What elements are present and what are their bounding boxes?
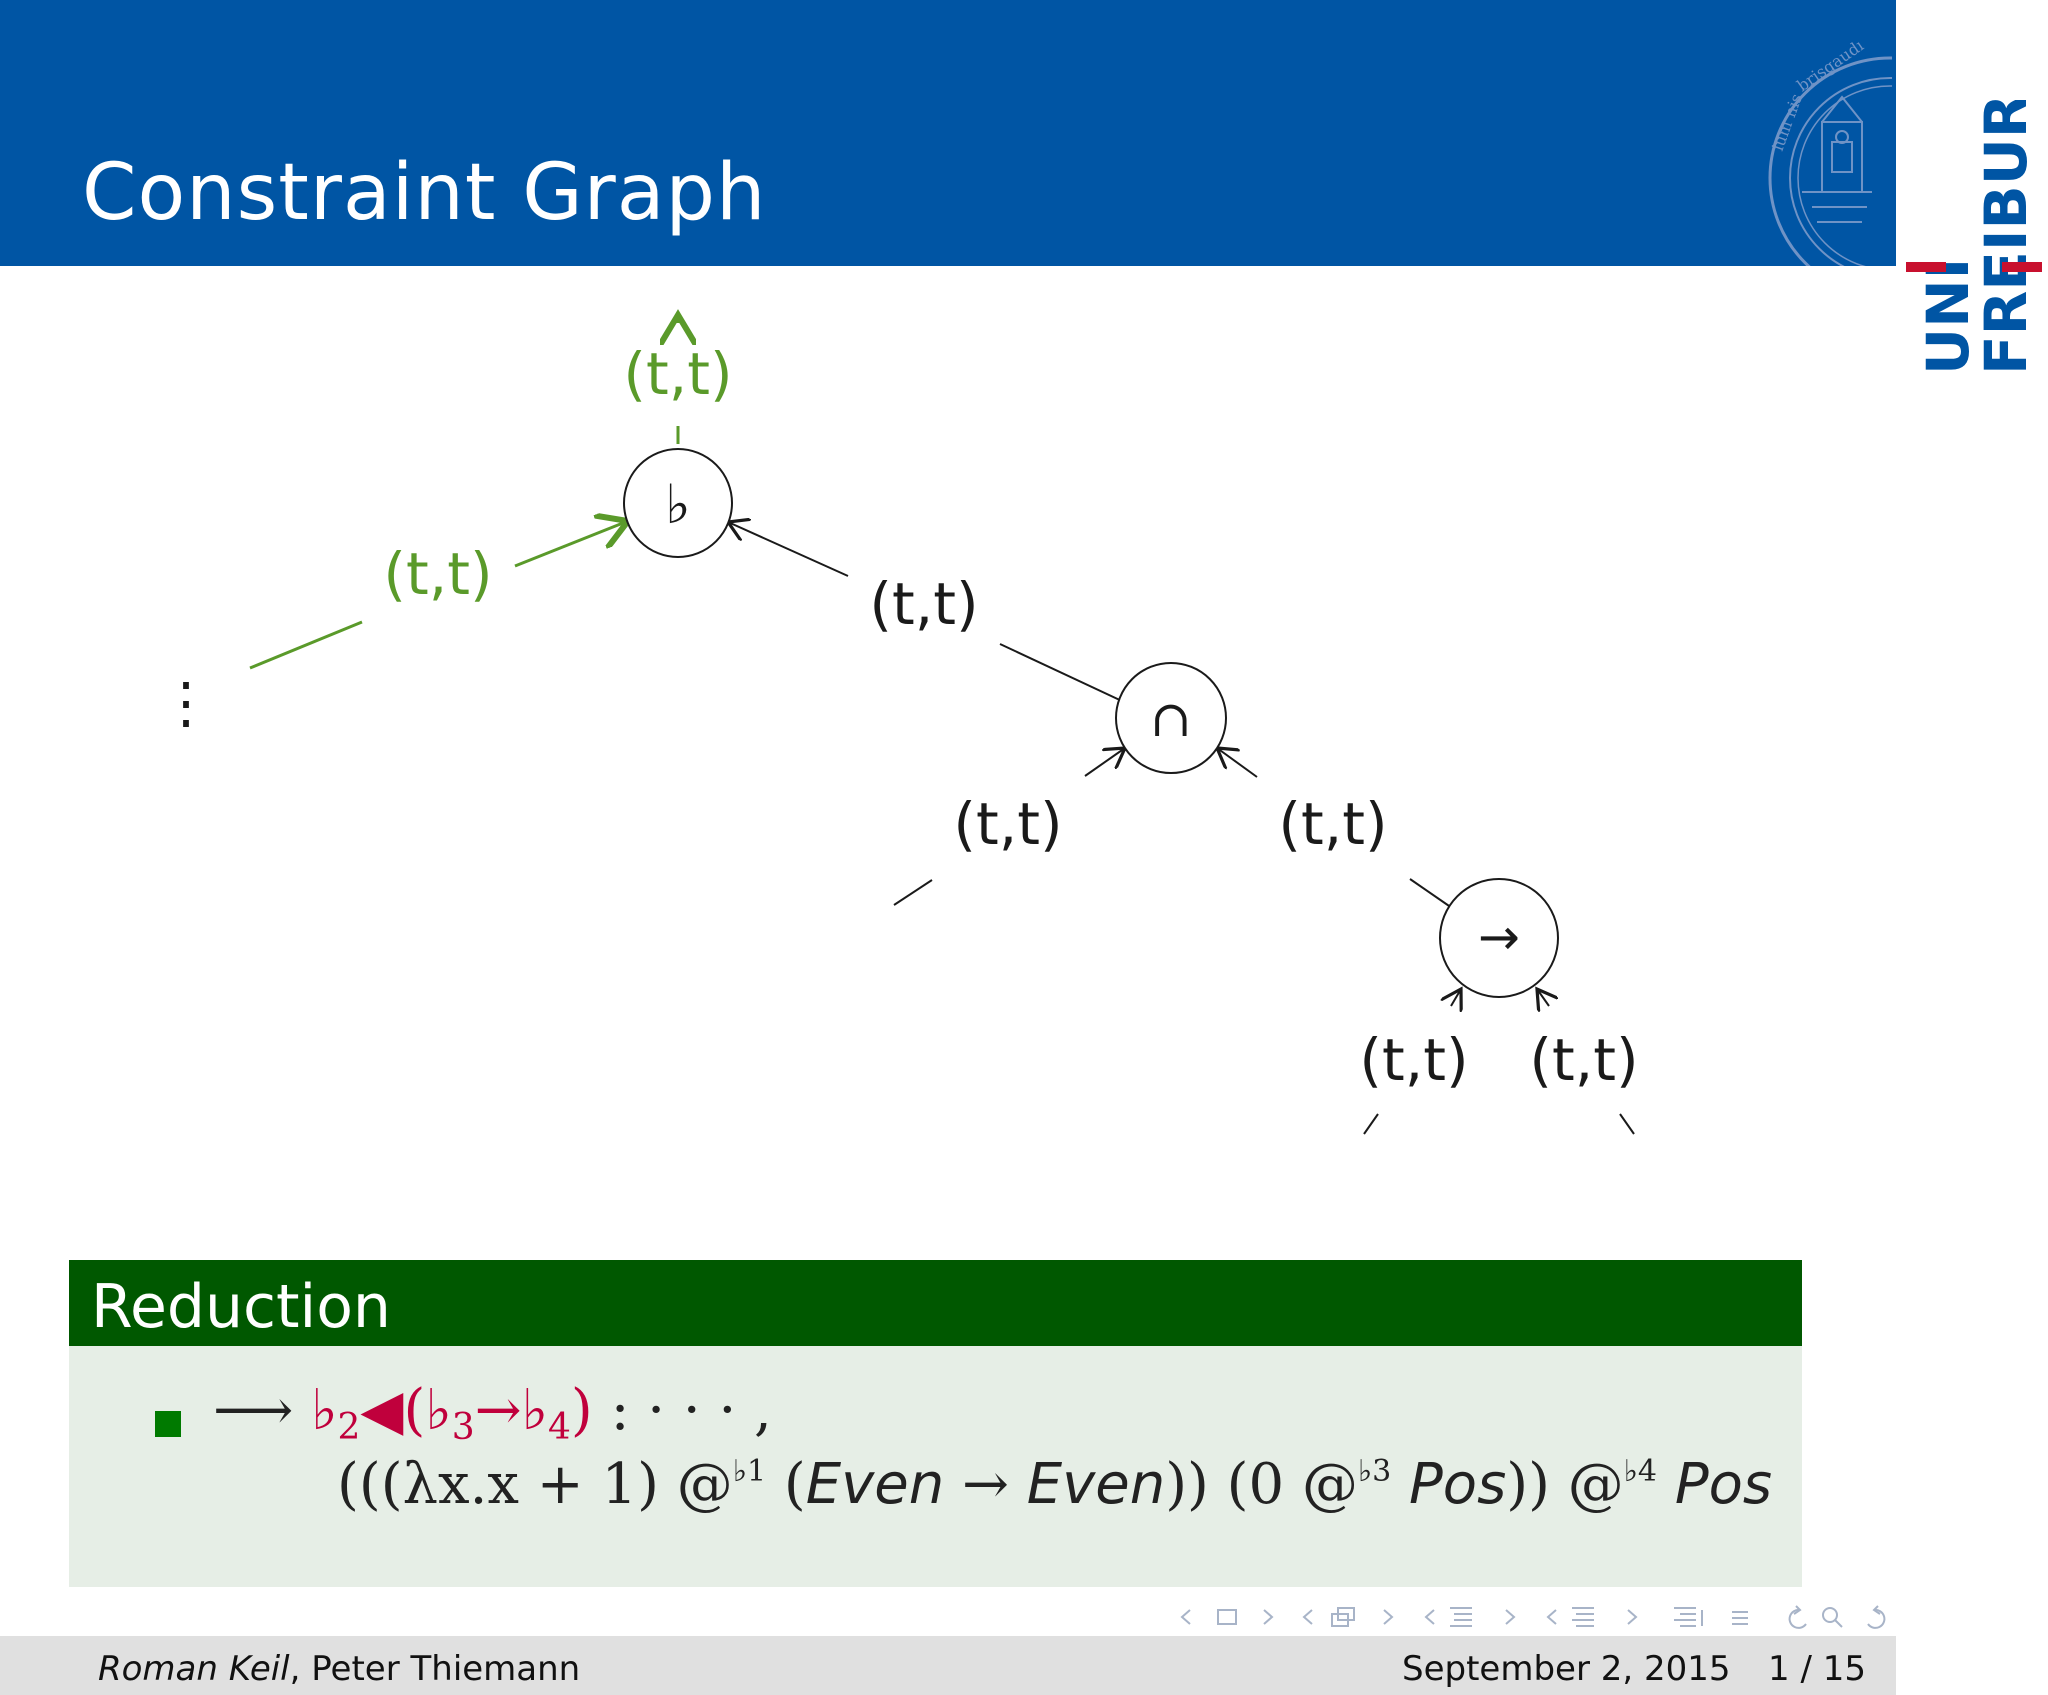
- nav-subsection-group[interactable]: [1302, 1607, 1394, 1627]
- toc-lines-icon[interactable]: [1732, 1611, 1748, 1625]
- label-arrow-right: (t,t): [1529, 1026, 1638, 1094]
- forward-icon[interactable]: [1867, 1608, 1886, 1629]
- section-icon[interactable]: [1450, 1607, 1472, 1627]
- red-close-paren: ): [570, 1378, 593, 1443]
- nav-left-icon[interactable]: [1302, 1609, 1313, 1625]
- expr-sup-4: ♭4: [1623, 1454, 1657, 1489]
- nav-right-icon[interactable]: [1627, 1609, 1638, 1625]
- frame-icon[interactable]: [1217, 1609, 1237, 1625]
- logo-uni-text: UNI: [1914, 258, 1982, 375]
- edge-cap-right-upper: [1217, 748, 1258, 778]
- slide-footer: Roman Keil, Peter Thiemann September 2, …: [0, 1636, 1896, 1695]
- reduction-block: Reduction ⟶ ♭2◀(♭3→♭4) : · · · , (((λx.x…: [69, 1260, 1802, 1587]
- expr-sup-1: ♭1: [732, 1454, 767, 1489]
- edge-arrow-right-lower: [1619, 1113, 1635, 1135]
- footer-author-main: Roman Keil: [98, 1649, 290, 1689]
- expr-open: (: [766, 1452, 806, 1517]
- red-flat-4: ♭4: [521, 1378, 571, 1448]
- red-arrow: →: [474, 1378, 522, 1443]
- label-arrow-left: (t,t): [1359, 1026, 1468, 1094]
- node-arrow-symbol: →: [1478, 908, 1520, 966]
- svg-text:ium nis: ium nis: [1768, 91, 1806, 153]
- reduction-block-header: Reduction: [69, 1260, 1802, 1346]
- expr-close: )) @: [1506, 1452, 1624, 1517]
- nav-section-group[interactable]: [1424, 1607, 1516, 1627]
- red-flat-2: ♭2: [311, 1378, 361, 1448]
- label-middle: (t,t): [869, 570, 978, 638]
- nav-frame-group[interactable]: [1180, 1609, 1274, 1625]
- edge-middle-lower: [999, 643, 1125, 703]
- logo-panel: [1896, 0, 2048, 400]
- nav-left-icon[interactable]: [1424, 1609, 1435, 1625]
- expr-even-1: Even: [805, 1452, 945, 1517]
- edge-arrow-right-upper: [1537, 989, 1549, 1006]
- expr-pos-2: Pos: [1674, 1452, 1773, 1517]
- expr-pos-1: Pos: [1409, 1452, 1507, 1517]
- svg-text:brisgaudi: brisgaudi: [1793, 42, 1867, 95]
- nav-document-group[interactable]: [1546, 1607, 1638, 1627]
- slide-title: Constraint Graph: [82, 148, 767, 238]
- search-icon[interactable]: [1822, 1607, 1838, 1623]
- back-icon[interactable]: [1788, 1608, 1807, 1629]
- bullet-square-icon: [155, 1411, 181, 1437]
- nav-left-icon[interactable]: [1180, 1609, 1191, 1625]
- edge-left-lower: [249, 620, 363, 670]
- reduction-block-title: Reduction: [91, 1272, 391, 1342]
- logo-freiburg-text: FREIBURG: [1972, 100, 2040, 375]
- expr-sup-3: ♭3: [1357, 1454, 1392, 1489]
- label-top: (t,t): [623, 340, 732, 408]
- uni-freiburg-logo: UNI FREIBURG: [1906, 46, 2042, 380]
- constraint-graph: ♭ ∩ → (t,t) (t,t) (t,t) (t,t) (t,t) (t,t…: [158, 266, 1639, 1135]
- edge-arrow-left-upper: [1451, 989, 1461, 1006]
- red-flat-3: ♭3: [425, 1378, 475, 1448]
- expr-space-2: [1657, 1452, 1675, 1517]
- edge-cap-left-upper: [1084, 748, 1125, 777]
- nav-right-icon[interactable]: [1383, 1609, 1394, 1625]
- node-flat: [623, 448, 733, 558]
- footer-author-rest: , Peter Thiemann: [289, 1649, 581, 1689]
- reduction-line-1: ⟶ ♭2◀(♭3→♭4) : · · · ,: [213, 1378, 772, 1448]
- navigation-bar: [1180, 1605, 1886, 1629]
- reduction-arrow: ⟶: [213, 1378, 294, 1443]
- red-triangle: ◀(: [360, 1378, 426, 1443]
- logo-red-bar-right: [2002, 262, 2042, 272]
- footer-page-number: 1 / 15: [1768, 1649, 1866, 1689]
- nav-left-icon[interactable]: [1546, 1609, 1557, 1625]
- node-cap-symbol: ∩: [1150, 690, 1192, 748]
- edge-left-upper: [514, 521, 628, 568]
- expr-space-1: [1391, 1452, 1409, 1517]
- footer-date: September 2, 2015: [1402, 1649, 1731, 1689]
- expr-lambda: (((λx.x + 1) @: [337, 1452, 733, 1517]
- edge-cap-right-lower: [1409, 878, 1453, 909]
- doc-icon[interactable]: [1572, 1607, 1594, 1627]
- slide-header: Constraint Graph: [0, 0, 1896, 266]
- node-cap: [1115, 662, 1227, 774]
- graph-ellipsis: ⋮: [158, 671, 214, 736]
- node-flat-symbol: ♭: [665, 473, 690, 536]
- edge-arrow-left-lower: [1363, 1113, 1379, 1135]
- node-arrow: [1439, 878, 1559, 998]
- expr-even-2: Even: [1026, 1452, 1166, 1517]
- edge-middle-upper: [728, 522, 849, 577]
- expr-zero: )) (0 @: [1165, 1452, 1358, 1517]
- nav-right-icon[interactable]: [1263, 1609, 1274, 1625]
- university-seal-icon: ium nis brisgaudi: [1762, 42, 1892, 266]
- edge-cap-left-lower: [893, 879, 933, 906]
- toc-icon[interactable]: [1674, 1607, 1703, 1627]
- logo-red-bar-left: [1906, 262, 1946, 272]
- reduction-rest: : · · · ,: [592, 1378, 772, 1443]
- expr-arrow: →: [944, 1452, 1027, 1517]
- footer-authors: Roman Keil, Peter Thiemann: [98, 1649, 580, 1689]
- label-cap-right: (t,t): [1278, 790, 1387, 858]
- nav-right-icon[interactable]: [1505, 1609, 1516, 1625]
- label-left: (t,t): [383, 540, 492, 608]
- reduction-line-2: (((λx.x + 1) @♭1 (Even → Even)) (0 @♭3 P…: [337, 1452, 1772, 1517]
- label-cap-left: (t,t): [953, 790, 1062, 858]
